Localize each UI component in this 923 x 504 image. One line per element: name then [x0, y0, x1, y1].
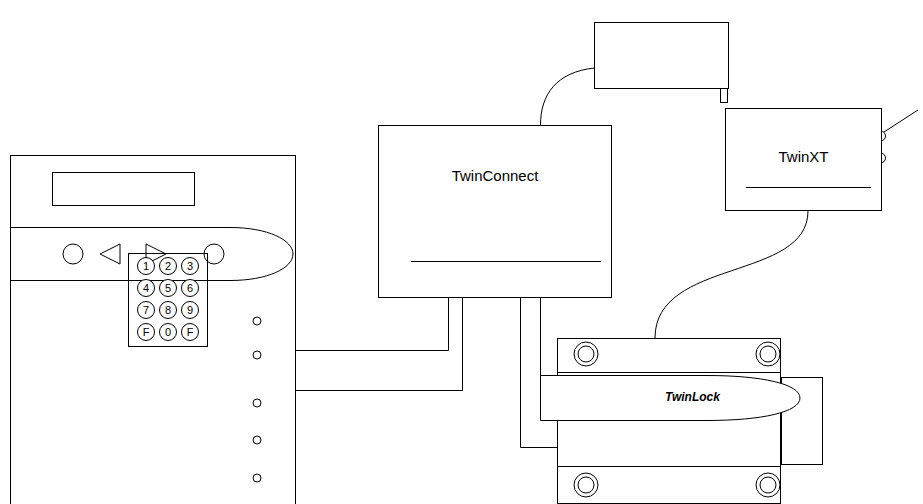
- keypad-key: 9: [181, 301, 199, 319]
- keypad-key: 4: [137, 279, 155, 297]
- keypad-key: 6: [181, 279, 199, 297]
- led: [253, 399, 261, 407]
- cable: [541, 298, 558, 386]
- label-strip-line: [746, 187, 871, 188]
- keypad-key: F: [181, 323, 199, 341]
- key-label: F: [143, 326, 150, 338]
- led: [253, 436, 261, 444]
- module-label: TwinLock: [665, 390, 720, 404]
- keypad-block: [129, 254, 208, 347]
- key-label: 1: [143, 260, 149, 272]
- key-label: 0: [165, 326, 171, 338]
- key-label: 8: [165, 304, 171, 316]
- module-label: TwinConnect: [379, 167, 611, 184]
- cable: [655, 211, 808, 338]
- power-cable: [541, 68, 595, 125]
- key-label: 9: [187, 304, 193, 316]
- adapter-plug: [721, 89, 728, 103]
- left-button: [100, 244, 120, 264]
- keypad-key: 3: [181, 257, 199, 275]
- led: [253, 351, 261, 359]
- keypad-housing: [11, 156, 296, 504]
- keypad-wire: [296, 298, 463, 391]
- keypad-key: 5: [159, 279, 177, 297]
- lock-body: TwinLock: [557, 338, 781, 504]
- keypad-key: 2: [159, 257, 177, 275]
- display-window: [53, 173, 195, 206]
- keypad-key: F: [137, 323, 155, 341]
- key-label: 4: [143, 282, 149, 294]
- key-label: 7: [143, 304, 149, 316]
- cable: [521, 298, 558, 448]
- keypad-key: 0: [159, 323, 177, 341]
- label-strip-line: [411, 261, 601, 262]
- key-label: 5: [165, 282, 171, 294]
- module-box: TwinConnect: [378, 125, 612, 298]
- keypad-key: 8: [159, 301, 177, 319]
- keypad-key: 7: [137, 301, 155, 319]
- keypad-key: 1: [137, 257, 155, 275]
- round-button: [63, 244, 83, 264]
- key-label: 6: [187, 282, 193, 294]
- keypad-wire: [296, 298, 449, 351]
- key-label: 2: [165, 260, 171, 272]
- key-label: 3: [187, 260, 193, 272]
- power-adapter: [595, 23, 729, 89]
- module-box: TwinXT: [725, 108, 882, 211]
- led: [253, 474, 261, 482]
- led: [253, 317, 261, 325]
- switch-lever: [884, 110, 918, 132]
- lock-outline: [557, 338, 781, 504]
- key-label: F: [187, 326, 194, 338]
- module-label: TwinXT: [726, 148, 881, 165]
